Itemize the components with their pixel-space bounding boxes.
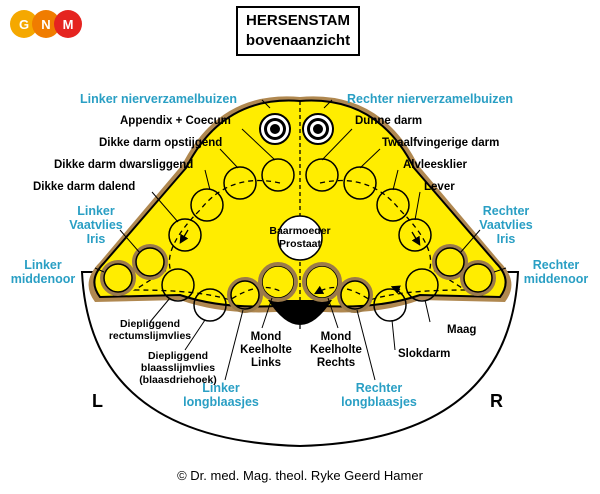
relay-rechter-middenoor bbox=[460, 260, 496, 296]
relay-linker-long bbox=[227, 277, 263, 313]
relay-dikke-dalend bbox=[168, 218, 202, 252]
label-alvleesklier: Alvleesklier bbox=[403, 159, 467, 171]
label-appendix: Appendix + Coecum bbox=[120, 115, 231, 127]
label-dikke-opstijgend: Dikke darm opstijgend bbox=[99, 137, 223, 149]
label-diep-rectum-2: rectumslijmvlies bbox=[108, 330, 192, 342]
pathway-arrow-right bbox=[411, 231, 421, 246]
label-mond-rechts-2: Keelholte bbox=[310, 344, 362, 356]
relay-twaalfvinger bbox=[343, 166, 377, 200]
copyright-notice: © Dr. med. Mag. theol. Ryke Geerd Hamer bbox=[177, 468, 423, 483]
label-lever: Lever bbox=[424, 181, 455, 193]
relay-dikke-opstijgend bbox=[223, 166, 257, 200]
pathway-arrow-bottom-right bbox=[390, 285, 401, 294]
label-rechter-long: Rechter longblaasjes bbox=[334, 381, 424, 409]
relay-linker-vaatvlies bbox=[132, 244, 168, 280]
relay-baarmoeder bbox=[277, 215, 323, 261]
label-diep-rectum: Diepliggend rectumslijmvlies bbox=[96, 318, 204, 342]
lower-outline bbox=[80, 271, 520, 448]
label-rechter-vaatvlies-1: Rechter bbox=[482, 204, 530, 218]
label-rechter-middenoor: Rechter middenoor bbox=[516, 258, 596, 286]
label-mond-links-3: Links bbox=[250, 357, 282, 369]
label-linker-vaatvlies-3: Iris bbox=[86, 232, 106, 246]
pathway-arrow-left bbox=[179, 229, 189, 244]
relay-slokdarm bbox=[373, 288, 407, 322]
ringed-relays bbox=[100, 244, 496, 313]
gnm-logo-m: M bbox=[54, 10, 82, 38]
label-linker-vaatvlies-1: Linker bbox=[77, 204, 115, 218]
title-line-1: HERSENSTAM bbox=[246, 12, 350, 29]
relay-rechter-long bbox=[337, 277, 373, 313]
kidney-target-left bbox=[259, 113, 291, 145]
relay-mond-links-ring bbox=[258, 262, 298, 302]
label-rechter-nier: Rechter nierverzamelbuizen bbox=[347, 92, 514, 106]
label-linker-long: Linker longblaasjes bbox=[176, 381, 266, 409]
label-diep-blaas: Diepliggend blaasslijmvlies (blaasdrieho… bbox=[130, 350, 226, 386]
label-diep-blaas-1: Diepliggend bbox=[147, 350, 209, 362]
label-linker-middenoor-1: Linker bbox=[24, 258, 62, 272]
relay-linker-middenoor bbox=[100, 260, 136, 296]
label-dikke-dwars: Dikke darm dwarsliggend bbox=[54, 159, 194, 171]
label-dikke-dalend: Dikke darm dalend bbox=[33, 181, 136, 193]
label-linker-middenoor: Linker middenoor bbox=[6, 258, 80, 286]
label-baarmoeder-2: Prostaat bbox=[278, 238, 321, 250]
label-diep-blaas-2: blaasslijmvlies bbox=[140, 362, 216, 374]
organ-pathway-right bbox=[314, 179, 468, 301]
relay-rechter-vaatvlies bbox=[432, 244, 468, 280]
label-baarmoeder: Baarmoeder Prostaat bbox=[264, 225, 336, 251]
label-maag: Maag bbox=[447, 324, 477, 336]
label-baarmoeder-1: Baarmoeder bbox=[269, 225, 331, 237]
kidney-target-right bbox=[302, 113, 334, 145]
relay-diep-blaas bbox=[193, 288, 227, 322]
label-linker-long-1: Linker bbox=[202, 381, 240, 395]
label-linker-middenoor-2: middenoor bbox=[10, 272, 76, 286]
label-linker-vaatvlies: Linker Vaatvlies Iris bbox=[60, 204, 132, 246]
label-dunne-darm: Dunne darm bbox=[355, 115, 423, 127]
label-linker-long-2: longblaasjes bbox=[183, 395, 259, 409]
label-rechter-vaatvlies-2: Vaatvlies bbox=[479, 218, 533, 232]
label-mond-links-2: Keelholte bbox=[240, 344, 292, 356]
organ-pathway-left bbox=[132, 179, 283, 301]
label-mond-links: Mond Keelholte Links bbox=[236, 331, 296, 370]
label-twaalfvinger: Twaalfvingerige darm bbox=[382, 137, 500, 149]
label-slokdarm: Slokdarm bbox=[398, 348, 451, 360]
label-mond-links-1: Mond bbox=[250, 331, 282, 343]
label-mond-rechts-3: Rechts bbox=[316, 357, 356, 369]
relay-dunne-darm bbox=[305, 158, 339, 192]
label-rechter-vaatvlies: Rechter Vaatvlies Iris bbox=[470, 204, 542, 246]
label-rechter-middenoor-2: middenoor bbox=[523, 272, 589, 286]
title-line-2: bovenaanzicht bbox=[245, 32, 351, 49]
label-linker-nier: Linker nierverzamelbuizen bbox=[80, 92, 238, 106]
label-mond-rechts: Mond Keelholte Rechts bbox=[304, 331, 368, 370]
relay-maag bbox=[405, 268, 439, 302]
label-rechter-long-1: Rechter bbox=[355, 381, 403, 395]
label-rechter-vaatvlies-3: Iris bbox=[496, 232, 516, 246]
leader-lines bbox=[94, 99, 507, 381]
label-linker-vaatvlies-2: Vaatvlies bbox=[69, 218, 123, 232]
side-label-right: R bbox=[490, 391, 503, 411]
relay-diep-rectum bbox=[161, 268, 195, 302]
label-rechter-middenoor-1: Rechter bbox=[532, 258, 580, 272]
side-label-left: L bbox=[92, 391, 103, 411]
relay-dikke-dwars bbox=[190, 188, 224, 222]
relay-appendix bbox=[261, 158, 295, 192]
label-mond-rechts-1: Mond bbox=[320, 331, 352, 343]
title-box: HERSENSTAM bovenaanzicht bbox=[236, 6, 360, 56]
relay-mond-rechts-ring bbox=[302, 262, 342, 302]
label-diep-rectum-1: Diepliggend bbox=[119, 318, 181, 330]
label-rechter-long-2: longblaasjes bbox=[341, 395, 417, 409]
label-diep-blaas-3: (blaasdriehoek) bbox=[139, 374, 217, 386]
